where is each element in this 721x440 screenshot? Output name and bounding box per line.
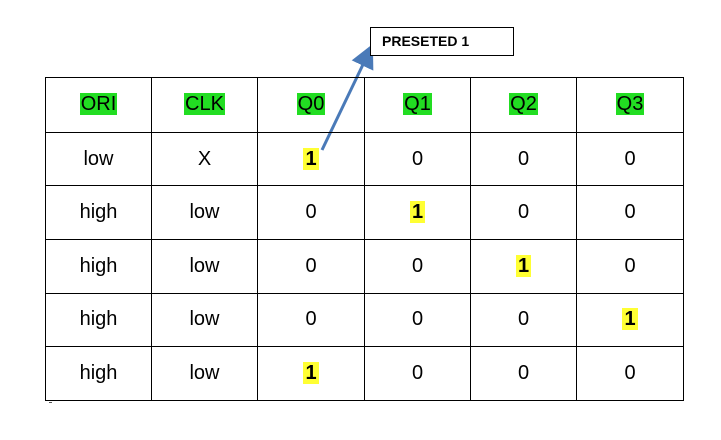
cell-value-highlighted: 1: [303, 362, 319, 385]
cell-value: high: [79, 308, 118, 331]
table-cell: 0: [470, 346, 577, 401]
cell-value: high: [79, 201, 118, 224]
table-cell: 0: [257, 238, 365, 294]
cell-value: 0: [624, 147, 636, 170]
table-cell: high: [45, 346, 152, 401]
cell-value: X: [197, 147, 212, 170]
table-cell: 1: [257, 131, 365, 187]
cell-value: 0: [411, 254, 424, 277]
header-label: Q3: [615, 93, 645, 116]
table-cell: 0: [364, 292, 471, 348]
cell-value-highlighted: 1: [409, 201, 426, 224]
table-cell: 0: [470, 131, 577, 187]
header-cell-q3: Q3: [576, 77, 684, 133]
cell-value: 0: [411, 362, 424, 385]
cell-value: 0: [624, 254, 636, 277]
table-cell: 0: [257, 292, 365, 348]
cell-value: 0: [624, 362, 636, 385]
table-cell: 0: [364, 131, 471, 187]
cell-value: 0: [305, 201, 317, 224]
cell-value: 0: [305, 308, 317, 331]
callout-text: PRESETED 1: [382, 33, 470, 49]
table-cell: 0: [576, 131, 684, 187]
table-cell: 0: [364, 238, 471, 294]
table-cell: 0: [257, 185, 365, 240]
header-label: Q1: [403, 93, 432, 116]
truth-table: ORI CLK Q0 Q1 Q2 Q3 low X 1 0 0 0 high l…: [45, 77, 684, 401]
table-row: high low 0 0 1 0: [45, 238, 684, 294]
table-cell: 0: [470, 292, 577, 348]
cell-value: low: [189, 308, 220, 331]
table-row: high low 0 0 0 1: [45, 292, 684, 348]
header-cell-ori: ORI: [45, 77, 152, 133]
table-cell: 0: [576, 185, 684, 240]
header-label: Q0: [296, 93, 326, 116]
cell-value-highlighted: 1: [303, 147, 319, 170]
table-cell: 0: [576, 346, 684, 401]
stray-mark: [49, 402, 52, 403]
table-cell: low: [151, 238, 258, 294]
header-label: CLK: [184, 93, 225, 116]
cell-value: low: [83, 147, 114, 170]
header-label: Q2: [509, 93, 538, 116]
cell-value: low: [189, 362, 220, 385]
header-cell-clk: CLK: [151, 77, 258, 133]
preseted-callout-box: PRESETED 1: [370, 27, 514, 56]
table-cell: low: [151, 346, 258, 401]
table-row: low X 1 0 0 0: [45, 131, 684, 187]
cell-value-highlighted: 1: [515, 254, 532, 277]
table-cell: high: [45, 185, 152, 240]
cell-value: high: [79, 362, 118, 385]
header-cell-q1: Q1: [364, 77, 471, 133]
table-cell: 1: [364, 185, 471, 240]
table-cell: 1: [257, 346, 365, 401]
table-row: high low 1 0 0 0: [45, 346, 684, 401]
cell-value: 0: [411, 147, 424, 170]
table-header-row: ORI CLK Q0 Q1 Q2 Q3: [45, 77, 684, 133]
table-cell: low: [151, 292, 258, 348]
table-cell: 0: [470, 185, 577, 240]
cell-value: 0: [517, 308, 530, 331]
table-cell: 1: [576, 292, 684, 348]
table-cell: 0: [364, 346, 471, 401]
table-cell: 1: [470, 238, 577, 294]
table-cell: high: [45, 238, 152, 294]
cell-value: low: [189, 254, 220, 277]
cell-value: 0: [624, 201, 636, 224]
cell-value: 0: [517, 362, 530, 385]
cell-value-highlighted: 1: [622, 308, 638, 331]
cell-value: 0: [411, 308, 424, 331]
cell-value: 0: [517, 147, 530, 170]
cell-value: low: [189, 201, 220, 224]
table-row: high low 0 1 0 0: [45, 185, 684, 240]
table-cell: low: [151, 185, 258, 240]
header-cell-q2: Q2: [470, 77, 577, 133]
table-cell: X: [151, 131, 258, 187]
table-cell: low: [45, 131, 152, 187]
cell-value: 0: [305, 254, 317, 277]
cell-value: 0: [517, 201, 530, 224]
table-cell: 0: [576, 238, 684, 294]
header-cell-q0: Q0: [257, 77, 365, 133]
cell-value: high: [79, 254, 118, 277]
table-cell: high: [45, 292, 152, 348]
header-label: ORI: [79, 93, 118, 116]
